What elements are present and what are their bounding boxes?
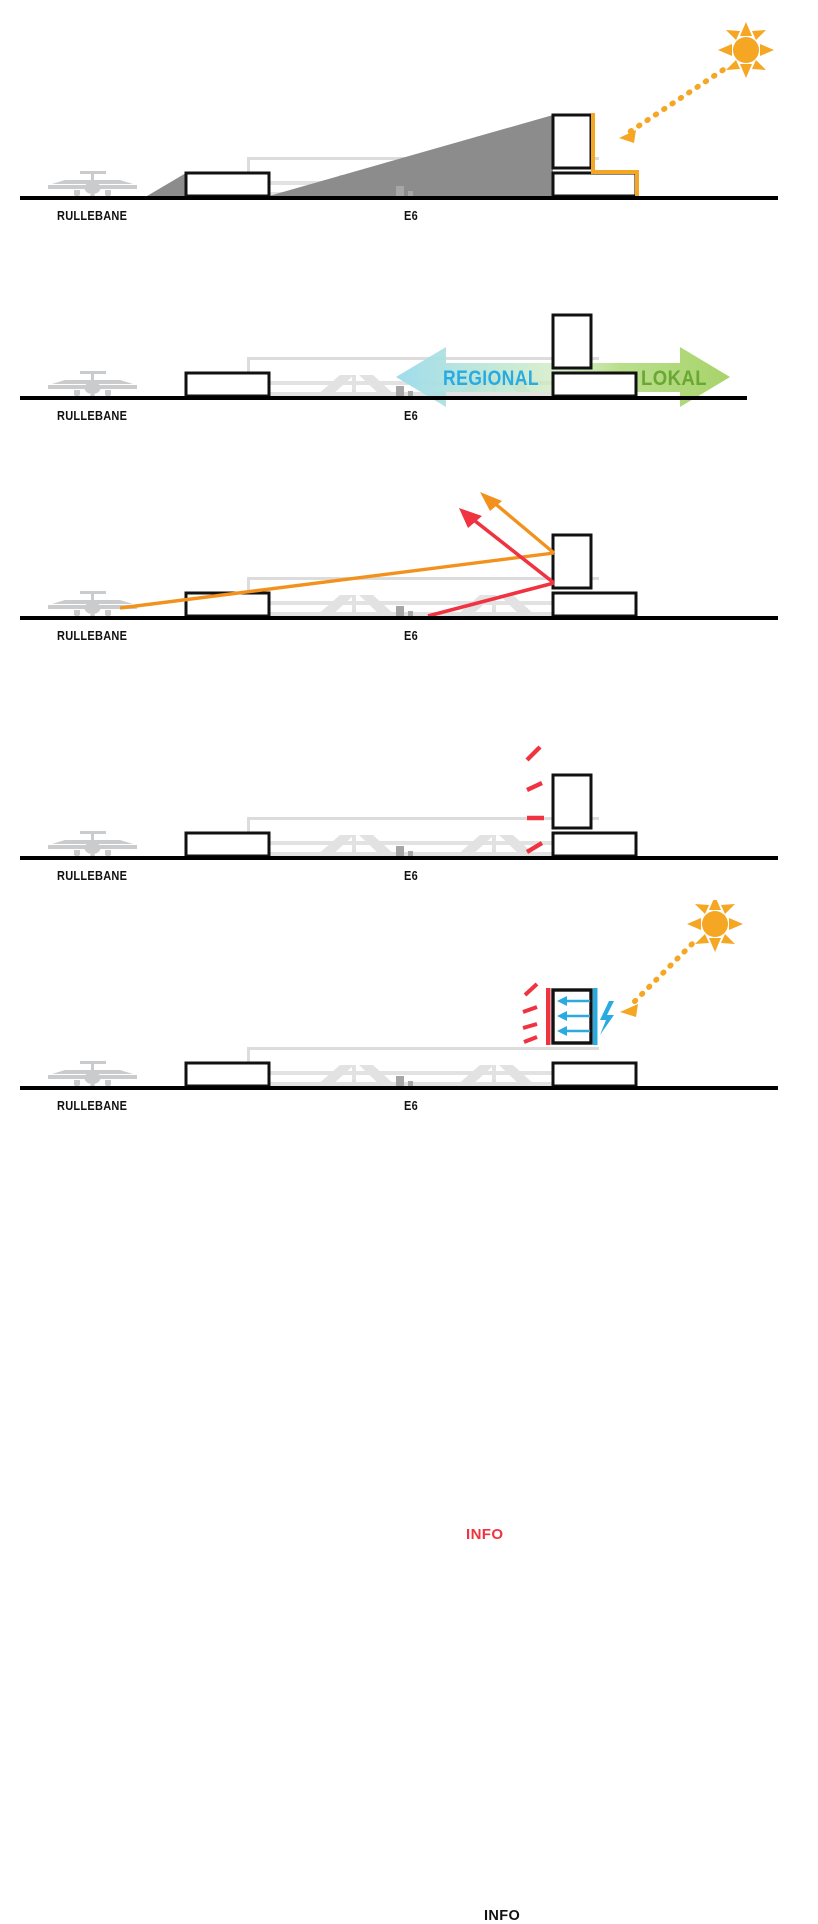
sun-icon	[718, 22, 774, 78]
ground-line	[20, 1086, 778, 1090]
label-e6: E6	[404, 869, 418, 883]
ground-line	[20, 856, 778, 860]
vehicle-icons	[396, 186, 413, 196]
bridge-structure	[247, 577, 599, 616]
label-rullebane: RULLEBANE	[57, 869, 128, 883]
building-left	[184, 371, 271, 398]
vehicle-icons	[396, 606, 413, 616]
panel-sightlines: RULLEBANE E6	[0, 490, 818, 665]
bridge-structure	[247, 1047, 599, 1086]
building-tall	[551, 773, 593, 830]
lightning-bolt-icon	[600, 1001, 614, 1035]
building-right-low	[551, 171, 638, 198]
panel-sun-shadow: RULLEBANE E6	[0, 0, 818, 240]
label-rullebane: RULLEBANE	[57, 209, 128, 223]
building-left	[184, 171, 271, 198]
info-facade-red-edge	[546, 988, 551, 1045]
building-tall	[551, 313, 593, 370]
building-right-low	[551, 1061, 638, 1088]
airplane-icon	[48, 591, 137, 619]
vehicle-icons	[396, 386, 413, 396]
cast-shadow	[147, 115, 553, 196]
info-label-red: INFO	[466, 1526, 504, 1543]
solar-facade-blue-edge	[593, 988, 598, 1045]
label-rullebane: RULLEBANE	[57, 409, 128, 423]
red-sightline	[427, 508, 556, 618]
building-right-low	[551, 831, 638, 858]
panel-regional-lokal: REGIONAL LOKAL RULLEBANE E6	[0, 285, 818, 445]
vehicle-icons	[396, 1076, 413, 1086]
ground-line	[20, 396, 747, 400]
building-left	[184, 1061, 271, 1088]
building-left	[184, 831, 271, 858]
bridge-structure	[247, 817, 599, 856]
orange-facade-highlight	[591, 113, 639, 196]
label-e6: E6	[404, 209, 418, 223]
label-e6: E6	[404, 409, 418, 423]
building-right-low	[551, 371, 638, 398]
airplane-icon	[48, 371, 137, 399]
panel-info-red: INFO RULLEBANE E6	[0, 740, 818, 1543]
sun-ray-dotted	[620, 941, 695, 1017]
lokal-arrow-label: LOKAL	[641, 367, 707, 390]
building-tall	[551, 113, 593, 170]
regional-arrow	[396, 347, 560, 407]
regional-arrow-label: REGIONAL	[443, 367, 539, 390]
label-rullebane: RULLEBANE	[57, 629, 128, 643]
label-e6: E6	[404, 629, 418, 643]
ground-line	[20, 616, 778, 620]
orange-sightline	[119, 492, 556, 610]
label-e6: E6	[404, 1099, 418, 1113]
sun-ray-dotted	[619, 67, 726, 143]
energy-flow-arrows	[563, 999, 590, 1033]
building-tall	[551, 533, 593, 590]
building-right-low	[551, 591, 638, 618]
airplane-icon	[48, 171, 137, 199]
label-rullebane: RULLEBANE	[57, 1099, 128, 1113]
info-emission-dashes	[522, 982, 539, 1044]
airplane-icon	[48, 831, 137, 859]
sun-icon	[687, 900, 743, 952]
panel-info-solar: INFO RULLEBANE E6	[0, 900, 818, 1924]
info-emission-dashes	[525, 745, 544, 854]
vehicle-icons	[396, 846, 413, 856]
airplane-icon	[48, 1061, 137, 1089]
info-label-black: INFO	[484, 1908, 521, 1924]
energy-flow-arrowheads	[557, 996, 567, 1036]
ground-line	[20, 196, 778, 200]
